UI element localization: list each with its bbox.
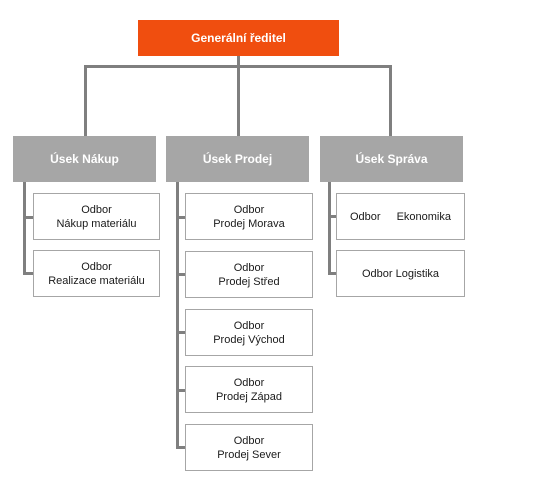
dept-prodej-sever: Odbor Prodej Sever [185, 424, 313, 471]
dept-prodej-vychod: Odbor Prodej Východ [185, 309, 313, 356]
dept-label-line2: Ekonomika [396, 210, 451, 223]
dept-label-line2: Prodej Sever [217, 448, 281, 461]
section-usek-prodej: Úsek Prodej [166, 136, 309, 182]
stub-prodej-zapad [176, 389, 186, 392]
dept-label-line2: Prodej Morava [213, 217, 285, 230]
stub-prodej-stred [176, 273, 186, 276]
root-connector [237, 55, 240, 67]
stub-logistika [328, 272, 337, 275]
dept-nakup-materialu: Odbor Nákup materiálu [33, 193, 160, 240]
dept-label-line1: Odbor Logistika [361, 267, 440, 280]
branch-usek-sprava [328, 181, 331, 274]
stub-ekonomika [328, 215, 337, 218]
stub-realizace-materialu [23, 272, 34, 275]
dept-label-line2: Realizace materiálu [48, 274, 145, 287]
dept-label-line1: Odbor [81, 203, 112, 216]
branch-usek-prodej [176, 181, 179, 448]
dept-label-line1: Odbor [233, 261, 265, 274]
dept-logistika: Odbor Logistika [336, 250, 465, 297]
stub-prodej-morava [176, 216, 186, 219]
stub-nakup-materialu [23, 216, 34, 219]
dept-label-line2: Prodej Západ [215, 390, 283, 403]
dept-label-line1: Odbor [350, 210, 381, 223]
connector-usek-nakup [84, 65, 87, 137]
dept-label-line1: Odbor [81, 260, 112, 273]
stub-prodej-vychod [176, 331, 186, 334]
dept-prodej-stred: Odbor Prodej Střed [185, 251, 313, 298]
dept-label-line1: Odbor [233, 319, 265, 332]
connector-usek-sprava [389, 65, 392, 137]
dept-label-line1: Odbor [233, 376, 265, 389]
dept-label-line1: Odbor [233, 434, 265, 447]
dept-label-line2: Prodej Střed [218, 275, 280, 288]
dept-prodej-morava: Odbor Prodej Morava [185, 193, 313, 240]
dept-prodej-zapad: Odbor Prodej Západ [185, 366, 313, 413]
connector-usek-prodej [237, 65, 240, 137]
root-node-label: Generální ředitel [191, 31, 286, 45]
dept-ekonomika: Odbor Ekonomika [336, 193, 465, 240]
section-label: Úsek Prodej [202, 152, 273, 166]
section-label: Úsek Správa [355, 152, 428, 166]
dept-realizace-materialu: Odbor Realizace materiálu [33, 250, 160, 297]
root-node: Generální ředitel [138, 20, 339, 56]
section-label: Úsek Nákup [50, 152, 119, 166]
branch-usek-nakup [23, 181, 26, 274]
dept-label-line2: Prodej Východ [213, 333, 285, 346]
section-usek-sprava: Úsek Správa [320, 136, 463, 182]
dept-label-line2: Nákup materiálu [56, 217, 137, 230]
dept-label-line1: Odbor [233, 203, 265, 216]
section-usek-nakup: Úsek Nákup [13, 136, 156, 182]
stub-prodej-sever [176, 446, 186, 449]
